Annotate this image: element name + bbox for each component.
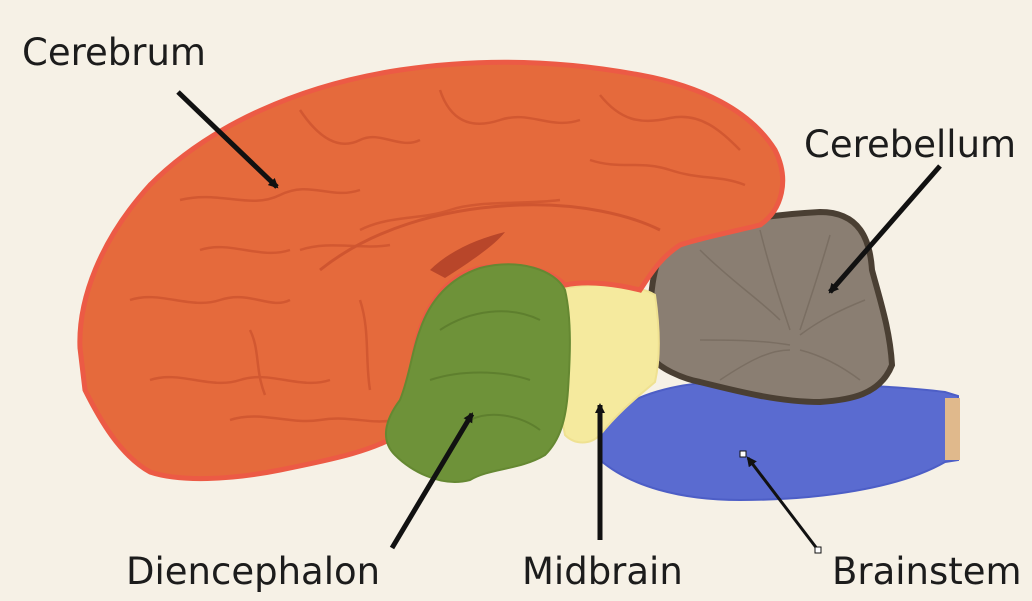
diencephalon-label: Diencephalon bbox=[126, 553, 380, 590]
brainstem-arrow-handle-start bbox=[815, 547, 821, 553]
cerebellum-label: Cerebellum bbox=[804, 126, 1016, 163]
cerebrum-label: Cerebrum bbox=[22, 34, 206, 71]
brainstem-label: Brainstem bbox=[832, 553, 1022, 590]
midbrain-label: Midbrain bbox=[522, 553, 683, 590]
brainstem-arrow-handle-end bbox=[740, 451, 746, 457]
spinal-cord-stub bbox=[945, 398, 960, 460]
